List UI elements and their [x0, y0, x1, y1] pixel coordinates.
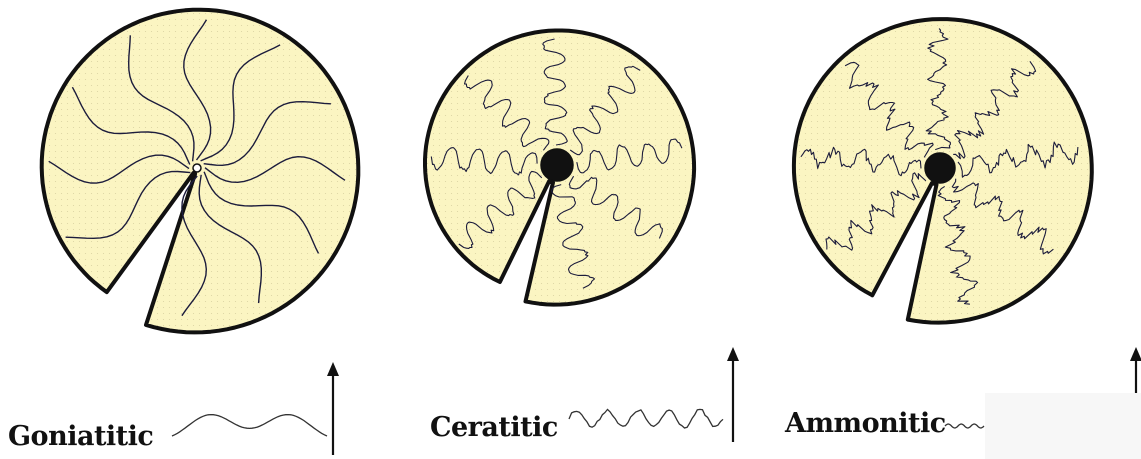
panel-goniatitic: Goniatitic: [8, 10, 358, 455]
suture-profile-line: [945, 424, 984, 428]
umbilicus: [193, 164, 201, 172]
panel-ceratitic: Ceratitic: [425, 31, 739, 444]
suture-type-label: Ammonitic: [784, 408, 946, 439]
faded-corner-patch: [985, 393, 1141, 459]
suture-profile-line: [172, 415, 327, 436]
ammonoid-shell: [794, 19, 1092, 323]
suture-type-label: Goniatitic: [8, 421, 153, 452]
suture-profile-line: [569, 409, 723, 428]
up-arrow-icon: [1130, 347, 1141, 361]
up-arrow-icon: [327, 362, 339, 376]
up-arrow-icon: [727, 347, 739, 361]
panel-ammonitic: Ammonitic: [784, 19, 1141, 439]
ammonoid-shell: [42, 10, 359, 333]
suture-type-label: Ceratitic: [430, 412, 558, 443]
umbilicus: [541, 149, 573, 181]
ammonoid-shell: [425, 31, 694, 305]
umbilicus: [925, 153, 955, 183]
